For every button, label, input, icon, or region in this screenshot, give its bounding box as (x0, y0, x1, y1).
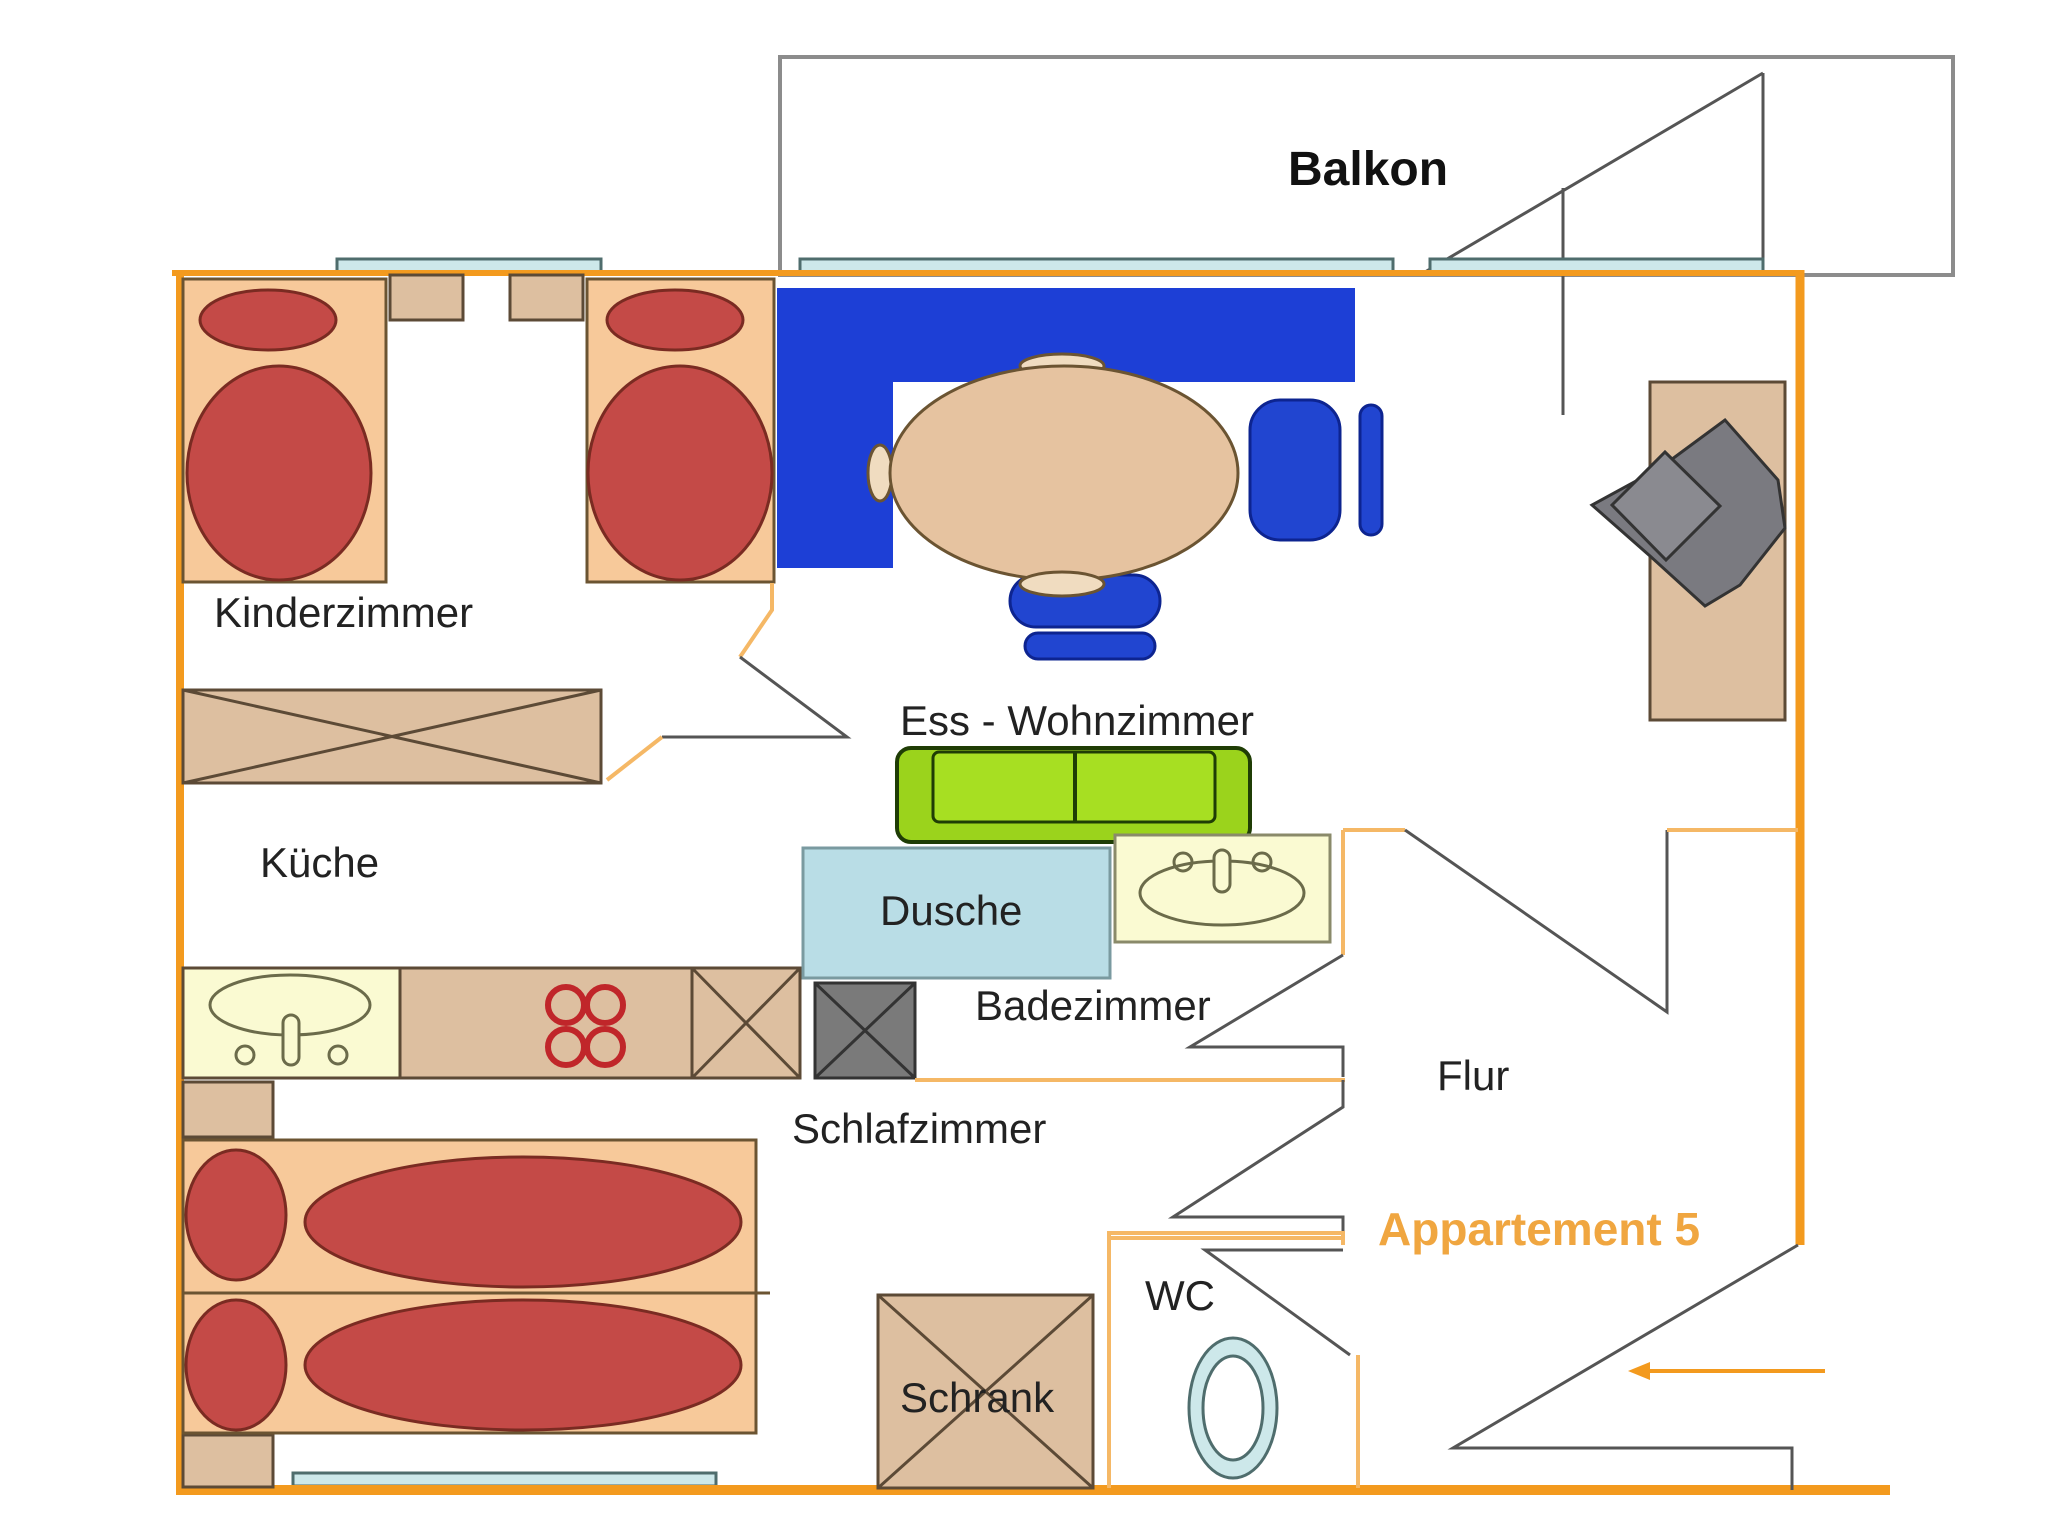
television-icon (1589, 417, 1787, 608)
room-label-wc: WC (1145, 1272, 1215, 1319)
entrance-door[interactable] (1447, 1243, 1799, 1490)
nightstand-bedroom-bottom (181, 1433, 275, 1489)
apartment-label: Appartement 5 (1378, 1203, 1700, 1255)
kitchen-counter (181, 966, 917, 1080)
wc-door (1200, 1248, 1351, 1357)
wardrobe-kids (181, 688, 603, 785)
balcony: Balkon (778, 55, 1955, 415)
living-south-wall (1343, 828, 1798, 1015)
bath-sink (1113, 833, 1332, 944)
room-label-balcony: Balkon (1288, 143, 1448, 196)
kids-bed-left (181, 277, 388, 584)
pillow (605, 288, 745, 352)
room-label-bedroom: Schlafzimmer (792, 1105, 1046, 1152)
wc-room: WC (1107, 1231, 1360, 1488)
room-label-hallway: Flur (1437, 1052, 1509, 1099)
room-label-bathroom: Badezimmer (975, 982, 1211, 1029)
wardrobe-bedroom: Schrank (876, 1293, 1095, 1490)
bathroom-door (1184, 953, 1345, 1077)
blanket (586, 364, 774, 582)
bedroom-door (1167, 1080, 1345, 1245)
shower (801, 846, 1112, 980)
nightstand-bedroom-top (181, 1080, 275, 1139)
chair-bottom-base (1023, 631, 1157, 661)
chair-right (1248, 398, 1342, 542)
arrow-left-icon (1628, 1362, 1825, 1380)
furniture-label-wardrobe: Schrank (900, 1374, 1055, 1421)
toilet-icon (1187, 1336, 1279, 1480)
blanket (185, 364, 373, 582)
kids-bed-right (585, 277, 776, 584)
balcony-outline (778, 55, 1955, 277)
nightstand-left (388, 273, 465, 322)
room-label-kitchen: Küche (260, 839, 379, 886)
room-label-living-dining: Ess - Wohnzimmer (900, 697, 1254, 744)
room-label-shower: Dusche (880, 887, 1022, 934)
chair-right-back (1358, 403, 1384, 537)
pillow (198, 288, 338, 352)
double-bed (181, 1138, 770, 1435)
stove-burners-icon (545, 984, 626, 1068)
sink-icon (1138, 848, 1306, 927)
dining-bench (777, 288, 1355, 568)
kids-room-door (605, 583, 852, 782)
tv-stand (1589, 380, 1787, 722)
outer-walls (172, 270, 1890, 1495)
nightstand-right (508, 273, 585, 322)
room-label-kids-room: Kinderzimmer (214, 589, 473, 636)
sofa (895, 746, 1252, 844)
sink-icon (208, 973, 372, 1067)
balcony-door-leaf (1424, 71, 1764, 274)
living-door (1404, 828, 1669, 1015)
dining-table (866, 352, 1384, 661)
counter-top (398, 966, 694, 1080)
window-bedroom (291, 1471, 718, 1488)
